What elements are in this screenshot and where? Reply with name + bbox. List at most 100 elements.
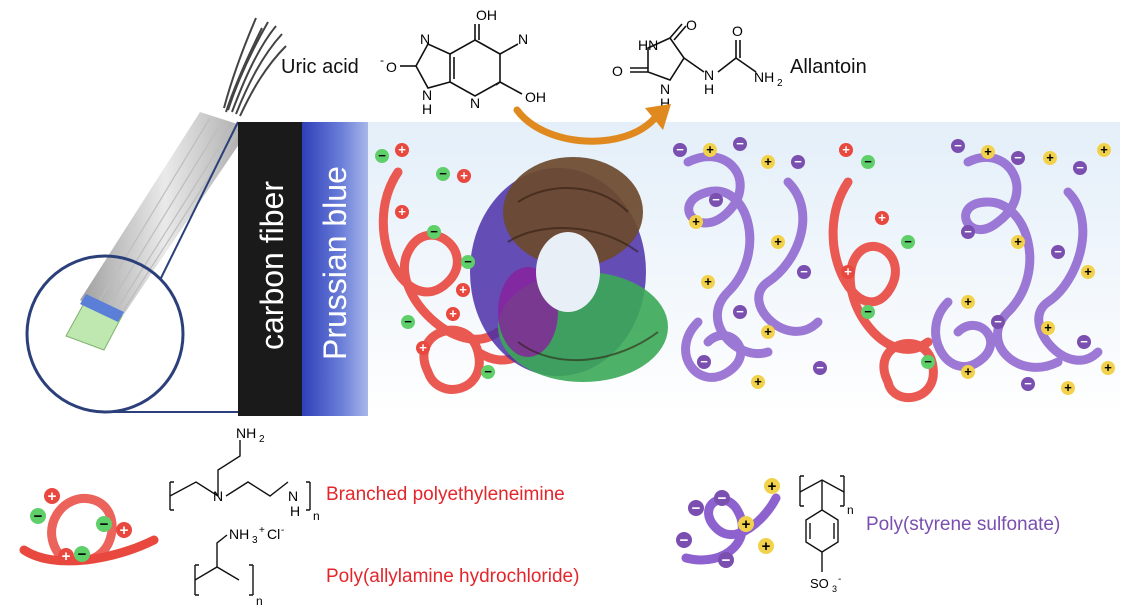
svg-text:HN: HN [638, 37, 658, 53]
plus-bead: + [395, 142, 409, 157]
plus-bead: + [689, 214, 703, 229]
fiber-strands [223, 17, 287, 117]
minus-bead: − [861, 304, 875, 319]
minus-bead: − [1021, 376, 1035, 391]
pss-structure: n SO 3 - [799, 475, 854, 594]
svg-text:−: − [736, 136, 744, 151]
minus-bead: − [481, 364, 495, 379]
cationic-polymer-coil [828, 177, 933, 354]
svg-text:+: + [692, 214, 700, 229]
svg-text:Cl: Cl [267, 526, 280, 542]
minus-bead: − [791, 154, 805, 169]
svg-text:+: + [1064, 380, 1072, 395]
oh-label: OH [476, 7, 497, 23]
svg-text:−: − [404, 314, 412, 329]
svg-text:N: N [288, 488, 298, 504]
anionic-polymer-coil [681, 317, 746, 382]
svg-text:+: + [844, 264, 852, 279]
svg-text:−: − [34, 508, 43, 525]
svg-text:−: − [816, 360, 824, 375]
plus-bead: + [1097, 142, 1111, 157]
plus-bead: + [761, 154, 775, 169]
minus-bead: − [951, 138, 965, 153]
svg-text:+: + [754, 374, 762, 389]
plus-bead: + [761, 324, 775, 339]
svg-text:+: + [120, 522, 129, 539]
svg-text:+: + [842, 142, 850, 157]
svg-text:−: − [800, 264, 808, 279]
cationic-polymer-icon: + − − + + − [19, 488, 159, 566]
svg-text:−: − [100, 516, 109, 533]
svg-text:−: − [692, 500, 701, 517]
svg-text:N: N [470, 95, 480, 111]
svg-text:O: O [686, 17, 697, 33]
plus-bead: + [1081, 264, 1095, 279]
svg-text:−: − [439, 166, 447, 181]
svg-text:−: − [904, 234, 912, 249]
svg-text:N: N [420, 31, 430, 47]
svg-text:NH: NH [236, 425, 256, 441]
svg-text:+: + [419, 340, 427, 355]
minus-bead: − [1073, 160, 1087, 175]
reaction-arrow [513, 104, 671, 145]
svg-text:O: O [612, 63, 623, 79]
anionic-polymer-icon: − − + + − − + [676, 478, 781, 569]
uric-acid-label: Uric acid [281, 56, 359, 78]
plus-bead: + [1101, 360, 1115, 375]
svg-text:3: 3 [252, 535, 258, 546]
allantoin-structure: HN O O O N H N H NH 2 [612, 17, 783, 111]
cationic-polymer-coil [378, 167, 503, 344]
svg-text:−: − [484, 364, 492, 379]
minus-bead: − [733, 304, 747, 319]
svg-text:H: H [290, 503, 300, 519]
plus-bead: + [1011, 234, 1025, 249]
prussian-blue-layer [302, 122, 368, 416]
plus-bead: + [1043, 150, 1057, 165]
plus-bead: + [839, 142, 853, 157]
svg-text:n: n [847, 503, 854, 517]
svg-text:+: + [878, 210, 886, 225]
svg-text:+: + [704, 274, 712, 289]
minus-bead: − [375, 148, 389, 163]
svg-text:H: H [422, 101, 432, 117]
svg-text:OH: OH [525, 89, 546, 105]
minus-bead: − [461, 254, 475, 269]
minus-bead: − [436, 166, 450, 181]
minus-bead: − [697, 354, 711, 369]
plus-bead: + [771, 234, 785, 249]
svg-text:O: O [386, 59, 397, 75]
svg-text:n: n [313, 509, 320, 523]
svg-text:N: N [518, 31, 528, 47]
svg-text:-: - [380, 53, 384, 67]
svg-text:+: + [1084, 264, 1092, 279]
svg-text:+: + [398, 142, 406, 157]
anionic-polymer-coil [683, 152, 773, 358]
svg-text:+: + [984, 144, 992, 159]
svg-text:2: 2 [259, 434, 265, 445]
anionic-polymer-coil [961, 152, 1063, 372]
carbon-fiber-illustration [25, 17, 287, 414]
plus-bead: + [961, 294, 975, 309]
svg-text:−: − [864, 304, 872, 319]
bpei-label: Branched polyethyleneimine [326, 484, 565, 505]
minus-bead: − [673, 142, 687, 157]
svg-text:−: − [676, 142, 684, 157]
plus-bead: + [961, 364, 975, 379]
svg-text:-: - [281, 525, 284, 536]
svg-text:NH: NH [229, 526, 249, 542]
prussian-blue-band [80, 294, 124, 322]
fiber-sheath [80, 112, 250, 320]
svg-text:−: − [1024, 376, 1032, 391]
minus-bead: − [401, 314, 415, 329]
svg-text:N: N [422, 87, 432, 103]
minus-bead: − [901, 234, 915, 249]
minus-bead: − [1051, 244, 1065, 259]
plus-bead: + [1061, 380, 1075, 395]
svg-text:−: − [924, 354, 932, 369]
carbon-fiber-layer [238, 122, 302, 416]
minus-bead: − [733, 136, 747, 151]
minus-bead: − [921, 354, 935, 369]
svg-text:+: + [398, 204, 406, 219]
zoom-line-top [159, 121, 239, 281]
svg-text:−: − [1054, 244, 1062, 259]
